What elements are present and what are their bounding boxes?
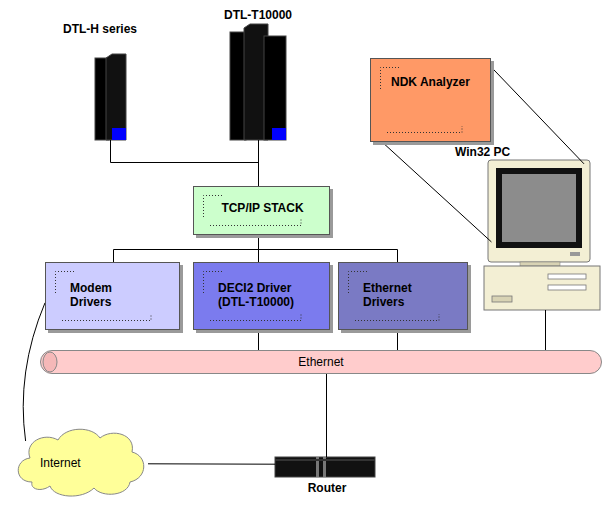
driver-box: DECI2 Driver (DTL-T10000): [193, 262, 330, 330]
connector-line: [545, 310, 546, 350]
node-label: Internet: [40, 456, 148, 470]
node-label: Modem Drivers: [70, 281, 140, 309]
node-label: DECI2 Driver (DTL-T10000): [218, 281, 310, 309]
device-unit: DTL-H series: [50, 20, 150, 140]
connector-line: [326, 374, 327, 457]
node-label: Router: [272, 481, 382, 495]
pc-computer: [484, 160, 600, 310]
node-label: TCP/IP STACK: [206, 201, 319, 215]
connector-line: [148, 463, 275, 464]
connector-line: [397, 330, 398, 350]
internet-cloud: Internet: [12, 422, 148, 498]
node-label: Win32 PC: [455, 145, 602, 159]
dtl-t10000-device: [230, 24, 286, 140]
bus-end: [41, 351, 61, 373]
node-label: DTL-T10000: [206, 8, 310, 22]
router-node: Router: [272, 457, 382, 502]
connector-line: [258, 330, 259, 350]
driver-box: Modem Drivers: [45, 262, 180, 330]
box-decoration: [371, 59, 490, 141]
device-unit: DTL-T10000: [206, 6, 310, 140]
node-label: NDK Analyzer: [391, 75, 481, 89]
box-decoration: [46, 263, 179, 329]
node-label: Ethernet: [41, 351, 601, 373]
node-label: DTL-H series: [50, 22, 150, 36]
connector-line: [23, 303, 45, 441]
connector-line: [258, 140, 259, 186]
node-label: Ethernet Drivers: [363, 281, 435, 309]
pc-node: Win32 PC: [452, 142, 602, 310]
network-bus: Ethernet: [40, 350, 602, 374]
tool-box: NDK Analyzer: [370, 58, 491, 142]
connector-line: [114, 235, 259, 262]
connector-line: [111, 140, 259, 186]
stack-box: TCP/IP STACK: [193, 186, 330, 235]
router-device: [275, 457, 375, 477]
dtl-h-device: [95, 54, 126, 140]
driver-box: Ethernet Drivers: [338, 262, 468, 330]
connector-line: [259, 235, 398, 262]
